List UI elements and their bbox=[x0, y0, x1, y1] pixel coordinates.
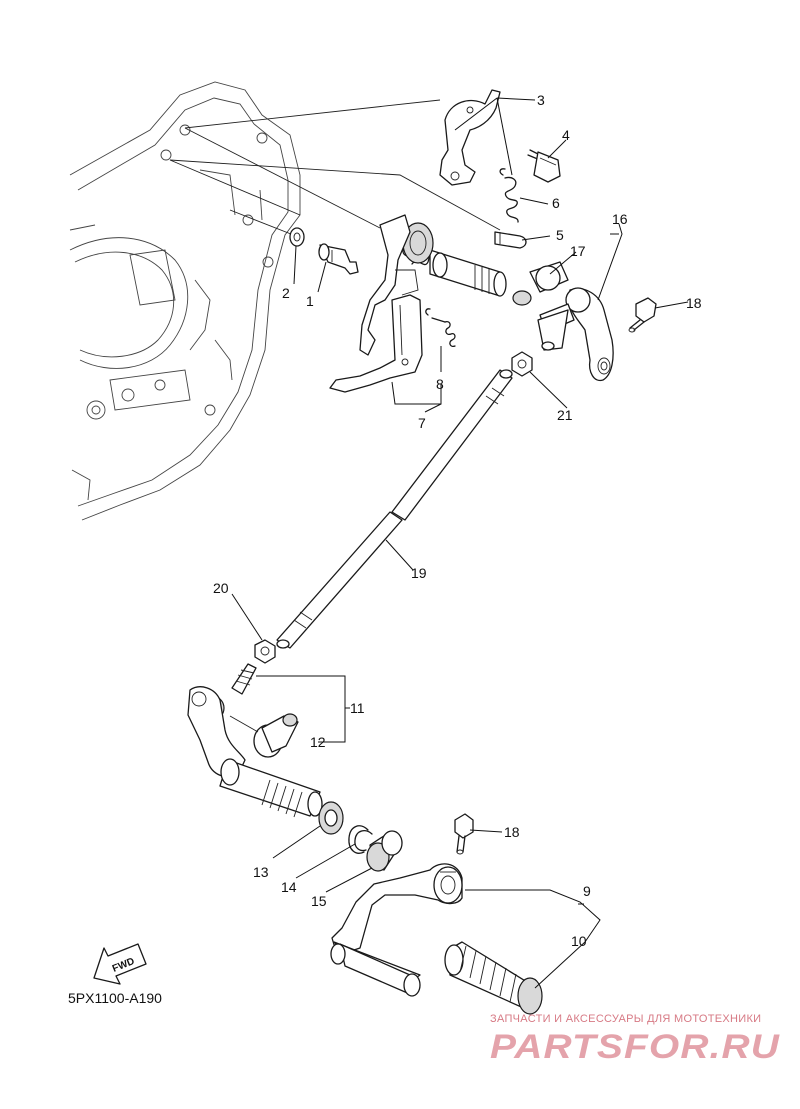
part-4-bolt bbox=[527, 149, 561, 183]
callout-21: 21 bbox=[557, 407, 573, 423]
callout-16: 16 bbox=[612, 211, 628, 227]
part-7-shift-shaft bbox=[329, 214, 507, 393]
callout-19: 19 bbox=[411, 565, 427, 581]
watermark-tagline: ЗАПЧАСТИ И АКСЕССУАРЫ ДЛЯ МОТОТЕХНИКИ bbox=[490, 1013, 761, 1025]
callout-14: 14 bbox=[281, 879, 297, 895]
callout-5: 5 bbox=[556, 227, 564, 243]
diagram-code: 5PX1100-A190 bbox=[68, 990, 162, 1006]
callout-20: 20 bbox=[213, 580, 229, 596]
callout-12: 12 bbox=[310, 734, 326, 750]
part-21-nut bbox=[511, 351, 533, 377]
callout-1: 1 bbox=[306, 293, 314, 309]
part-13-washer bbox=[318, 801, 344, 835]
callout-4: 4 bbox=[562, 127, 570, 143]
part-17-collar bbox=[512, 261, 569, 306]
part-16-shift-arm bbox=[537, 287, 614, 382]
callout-labels: 3 4 6 5 16 17 18 2 1 8 7 21 19 20 11 12 … bbox=[213, 92, 702, 949]
part-18-bolt-upper bbox=[628, 297, 657, 333]
callout-3: 3 bbox=[537, 92, 545, 108]
part-14-circlip bbox=[348, 825, 373, 854]
part-3-stopper-plate bbox=[439, 89, 501, 186]
callout-2: 2 bbox=[282, 285, 290, 301]
callout-7: 7 bbox=[418, 415, 426, 431]
callout-17: 17 bbox=[570, 243, 586, 259]
leader-lines bbox=[231, 97, 689, 989]
part-9-shift-pedal bbox=[330, 863, 463, 997]
guide-lines bbox=[169, 99, 501, 237]
part-6-spring bbox=[499, 168, 519, 223]
watermark: ЗАПЧАСТИ И АКСЕССУАРЫ ДЛЯ МОТОТЕХНИКИ PA… bbox=[490, 1013, 781, 1066]
watermark-brand: PARTSFOR.RU bbox=[490, 1028, 781, 1066]
part-15-bushing bbox=[366, 830, 403, 872]
fwd-arrow: FWD bbox=[93, 943, 147, 985]
callout-11: 11 bbox=[350, 700, 365, 716]
callout-6: 6 bbox=[552, 195, 560, 211]
part-19-shift-rod bbox=[276, 369, 513, 649]
callout-9: 9 bbox=[583, 883, 591, 899]
part-8-spring bbox=[425, 308, 456, 348]
callout-13: 13 bbox=[253, 864, 269, 880]
crankcase-outline bbox=[69, 81, 301, 521]
part-18-bolt-lower bbox=[454, 813, 474, 855]
part-12-joint bbox=[229, 713, 299, 758]
part-1-bolt bbox=[318, 243, 359, 275]
callout-18-lower: 18 bbox=[504, 824, 520, 840]
part-5-pin bbox=[494, 231, 527, 249]
callout-15: 15 bbox=[311, 893, 327, 909]
callout-8: 8 bbox=[436, 376, 444, 392]
callout-10: 10 bbox=[571, 933, 587, 949]
part-10-foot-rubber bbox=[444, 941, 543, 1015]
pedal-shaft-arm bbox=[187, 686, 323, 818]
part-2-washer bbox=[289, 227, 305, 247]
part-20-nut bbox=[254, 639, 276, 664]
callout-18-upper: 18 bbox=[686, 295, 702, 311]
